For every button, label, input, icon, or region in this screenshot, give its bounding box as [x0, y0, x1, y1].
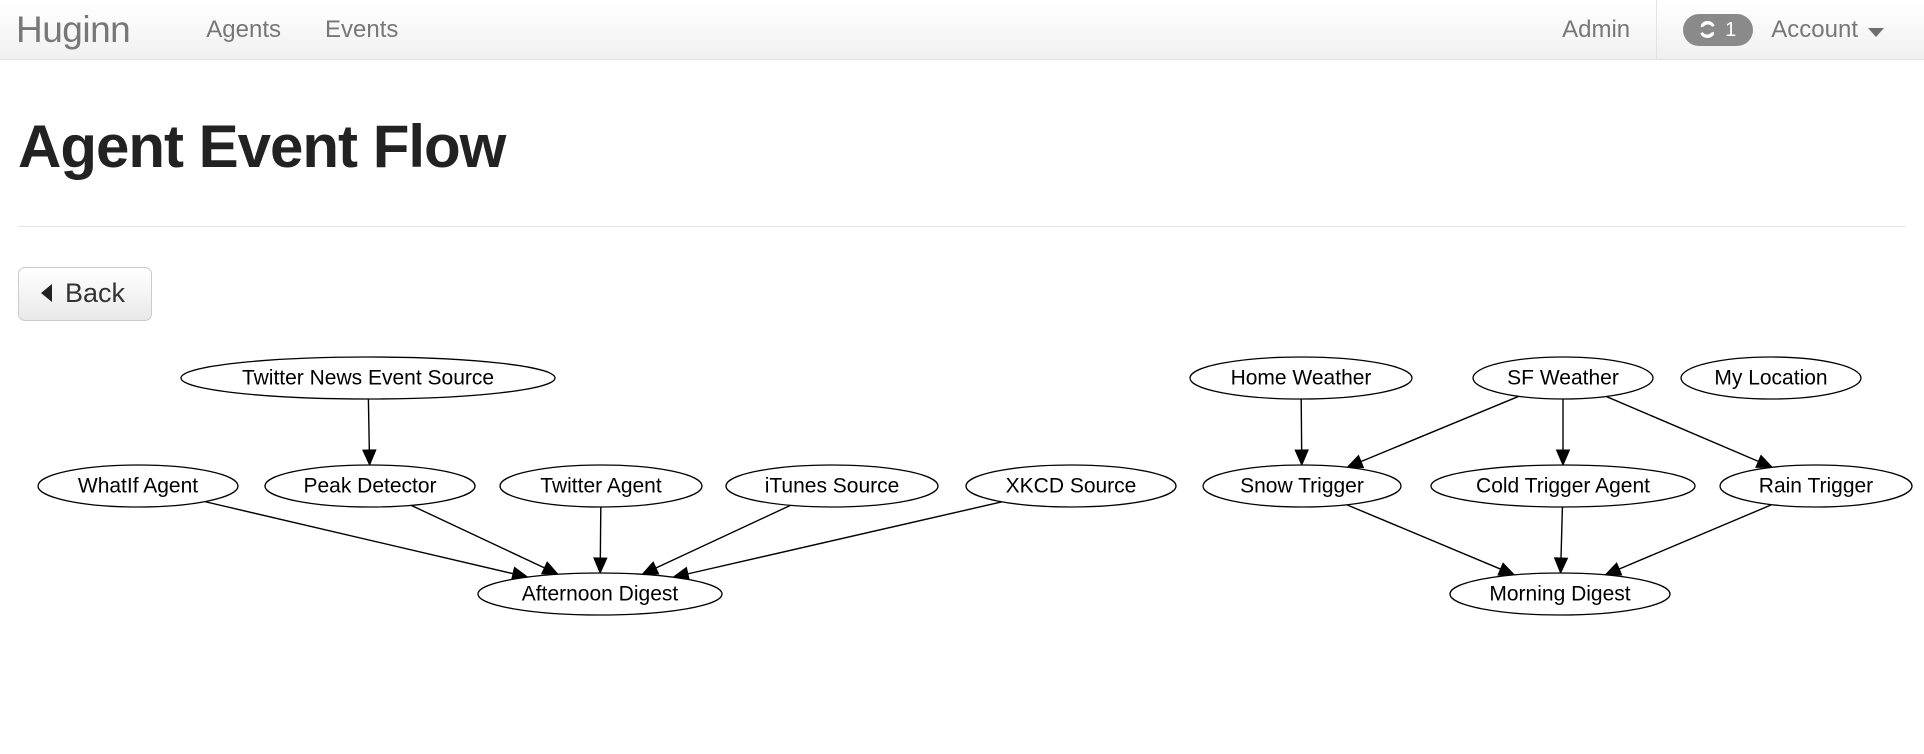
node-ellipse — [477, 572, 723, 616]
worker-count: 1 — [1725, 18, 1737, 41]
graph-node-sf_weather[interactable]: SF Weather — [1472, 356, 1654, 400]
node-ellipse — [1430, 464, 1696, 508]
graph-edge — [1359, 395, 1520, 464]
node-label: Snow Trigger — [1240, 475, 1364, 498]
node-label: Home Weather — [1231, 367, 1372, 390]
graph-edge — [1560, 507, 1564, 560]
node-ellipse — [1719, 464, 1913, 508]
navbar: Huginn Agents Events Admin 1 Account — [0, 0, 1924, 60]
node-ellipse — [499, 464, 703, 508]
node-label: Rain Trigger — [1759, 475, 1873, 498]
back-button[interactable]: Back — [18, 267, 153, 322]
node-label: iTunes Source — [765, 475, 900, 498]
graph-edge-arrowhead — [1555, 449, 1571, 467]
node-label: XKCD Source — [1006, 475, 1137, 498]
graph-node-rain_trigger[interactable]: Rain Trigger — [1719, 464, 1913, 508]
node-label: Twitter News Event Source — [242, 367, 494, 390]
graph-node-twitter_news_event_source[interactable]: Twitter News Event Source — [180, 356, 556, 400]
account-menu[interactable]: Account — [1771, 16, 1924, 44]
node-ellipse — [1189, 356, 1413, 400]
title-divider — [18, 226, 1906, 227]
node-ellipse — [180, 356, 556, 400]
graph-edge — [204, 501, 515, 575]
graph-edge — [410, 505, 546, 570]
page-content: Agent Event Flow Back Twitter News Event… — [0, 60, 1924, 639]
nav-link-admin[interactable]: Admin — [1562, 16, 1631, 43]
graph-edge-arrowhead — [1497, 562, 1516, 576]
node-label: Peak Detector — [303, 475, 436, 498]
graph-node-peak_detector[interactable]: Peak Detector — [264, 464, 476, 508]
graph-edge-arrowhead — [1345, 455, 1365, 469]
graph-edge — [686, 501, 1003, 576]
navbar-divider: 1 — [1656, 0, 1771, 60]
graph-edges — [204, 395, 1774, 582]
node-ellipse — [1472, 356, 1654, 400]
graph-edge-arrowhead — [540, 561, 560, 576]
page-title: Agent Event Flow — [18, 113, 506, 180]
graph-node-my_location[interactable]: My Location — [1680, 356, 1862, 400]
graph-node-whatif_agent[interactable]: WhatIf Agent — [37, 464, 239, 508]
nav-link-agents[interactable]: Agents — [206, 15, 281, 43]
chevron-left-icon — [41, 284, 52, 303]
worker-status-badge[interactable]: 1 — [1683, 14, 1754, 46]
node-ellipse — [264, 464, 476, 508]
graph-edge-arrowhead — [362, 449, 377, 467]
account-label: Account — [1771, 16, 1858, 43]
graph-node-itunes_source[interactable]: iTunes Source — [725, 464, 939, 508]
node-label: WhatIf Agent — [78, 475, 198, 498]
node-label: My Location — [1714, 367, 1827, 390]
graph-node-home_weather[interactable]: Home Weather — [1189, 356, 1413, 400]
navbar-right: Admin 1 Account — [1536, 0, 1924, 60]
brand-logo[interactable]: Huginn — [16, 9, 131, 50]
graph-edge — [367, 399, 371, 452]
graph-nodes: Twitter News Event Source Home Weather SF … — [37, 356, 1913, 616]
node-label: Cold Trigger Agent — [1476, 475, 1650, 498]
back-button-label: Back — [65, 278, 126, 308]
node-ellipse — [1680, 356, 1862, 400]
graph-node-xkcd_source[interactable]: XKCD Source — [965, 464, 1177, 508]
graph-node-twitter_agent[interactable]: Twitter Agent — [499, 464, 703, 508]
nav-links: Agents Events — [184, 0, 420, 60]
node-label: SF Weather — [1507, 367, 1619, 390]
node-label: Morning Digest — [1489, 583, 1630, 606]
graph-edge-arrowhead — [1755, 454, 1774, 469]
graph-edge — [654, 505, 791, 570]
node-ellipse — [725, 464, 939, 508]
agent-event-flow-graph: Twitter News Event Source Home Weather SF … — [18, 339, 1918, 639]
graph-edge-arrowhead — [1604, 562, 1623, 576]
node-label: Twitter Agent — [540, 475, 662, 498]
nav-link-events[interactable]: Events — [324, 15, 399, 43]
node-label: Afternoon Digest — [522, 583, 679, 606]
node-ellipse — [965, 464, 1177, 508]
node-ellipse — [37, 464, 239, 508]
node-ellipse — [1202, 464, 1402, 508]
graph-edge — [1346, 504, 1502, 571]
graph-node-snow_trigger[interactable]: Snow Trigger — [1202, 464, 1402, 508]
graph-node-morning_digest[interactable]: Morning Digest — [1449, 572, 1671, 616]
graph-edge — [1605, 396, 1760, 463]
chevron-down-icon — [1868, 27, 1884, 37]
node-ellipse — [1449, 572, 1671, 616]
refresh-icon — [1697, 19, 1718, 40]
graph-node-cold_trigger_agent[interactable]: Cold Trigger Agent — [1430, 464, 1696, 508]
graph-canvas: Twitter News Event Source Home Weather SF … — [37, 356, 1913, 616]
graph-edge-arrowhead — [1553, 557, 1569, 575]
graph-node-afternoon_digest[interactable]: Afternoon Digest — [477, 572, 723, 616]
graph-edge-arrowhead — [1294, 449, 1309, 467]
graph-edge — [1617, 504, 1773, 571]
graph-edge-arrowhead — [641, 561, 660, 576]
graph-edge-arrowhead — [593, 557, 608, 575]
